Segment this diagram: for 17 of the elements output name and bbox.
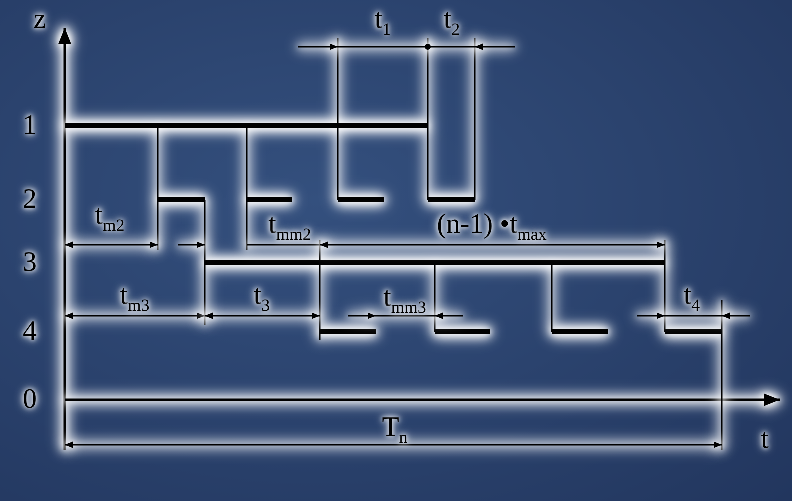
interval-label: t$_{2}$	[444, 6, 460, 38]
level-number: 1	[23, 112, 37, 140]
interval-label: t$_{1}$	[374, 6, 392, 38]
interval-label: t$_{mm2}$	[268, 211, 312, 243]
level-number: 3	[23, 249, 37, 277]
interval-label: t$_{m2}$	[95, 202, 125, 234]
interval-label: (n-1) •t$_{max}$	[437, 211, 547, 243]
level-number: 4	[23, 318, 37, 346]
interval-label: t$_{3}$	[254, 282, 270, 314]
axis-label: t	[761, 426, 769, 454]
interval-label: t$_{mm3}$	[384, 284, 426, 316]
level-number: 0	[23, 386, 37, 414]
level-number: 2	[23, 186, 37, 214]
interval-label: t$_{m3}$	[120, 282, 150, 314]
interval-label: T$_{n}$	[382, 414, 408, 446]
axis-label: z	[34, 6, 46, 34]
interval-label: t$_{4}$	[684, 282, 700, 314]
